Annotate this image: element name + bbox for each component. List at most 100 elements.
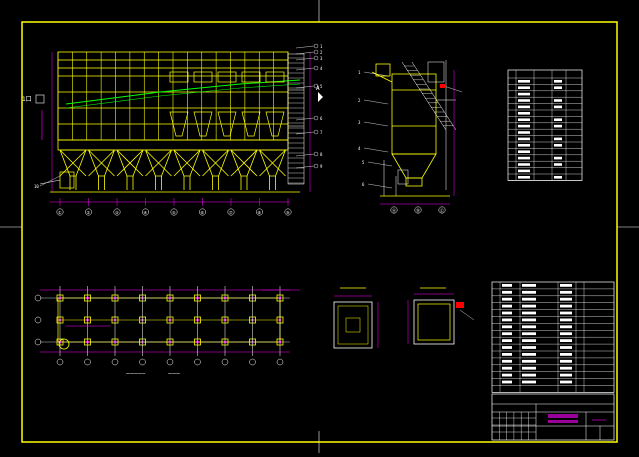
callout-number: 1	[320, 44, 323, 49]
callout-leader	[295, 153, 315, 157]
parts-table-text-block	[554, 124, 562, 128]
grid-bubble	[221, 358, 229, 366]
bom-table-text-block	[560, 284, 572, 287]
title-block	[491, 393, 615, 441]
bom-table-text-block	[522, 284, 536, 287]
callout-bubble	[313, 115, 319, 121]
parts-table-text-block	[518, 124, 530, 128]
filter-chamber	[217, 111, 237, 137]
parts-table-text-block	[554, 163, 562, 166]
hopper-brace	[259, 149, 286, 177]
bom-table-text-block	[560, 311, 572, 315]
parts-table-text-block	[518, 169, 530, 173]
bom-table-text-block	[502, 332, 512, 336]
filter-chamber	[169, 111, 189, 137]
callout-number: 5	[320, 84, 323, 89]
bom-table-text-block	[560, 304, 572, 308]
callout-bubble	[313, 49, 319, 55]
parts-table-text-block	[518, 176, 530, 179]
grid-bubble	[170, 208, 178, 216]
callout-leader	[295, 131, 315, 135]
parts-table-text-block	[554, 156, 562, 160]
callout-number: 3	[320, 56, 323, 61]
callout-bubble	[313, 129, 319, 135]
grid-bubble	[56, 208, 64, 216]
bom-table-text-block	[560, 373, 572, 377]
view-arrow-a: A	[316, 85, 323, 102]
grid-bubble	[438, 206, 446, 214]
bom-table-text-block	[560, 297, 572, 301]
callout-number: 8	[320, 152, 323, 157]
callout-bubble	[313, 83, 319, 89]
parts-table-text-block	[518, 112, 530, 115]
bom-table-text-block	[502, 366, 512, 370]
hopper-brace	[145, 149, 172, 177]
filter-module	[193, 71, 213, 83]
bom-table-text-block	[560, 339, 572, 342]
parts-table-text-block	[518, 99, 530, 102]
grid-bubble	[227, 208, 235, 216]
bom-table-text-block	[560, 359, 572, 363]
callout-number: 10	[34, 184, 39, 189]
grid-bubble	[34, 294, 42, 302]
parts-table-text-block	[518, 105, 530, 109]
bom-table-text-block	[502, 284, 512, 287]
callout-leader	[367, 183, 393, 189]
bom-table-text-block	[560, 290, 572, 294]
callout-leader	[363, 121, 389, 127]
parts-table-text-block	[554, 80, 562, 83]
bom-table-text-block	[502, 311, 512, 315]
filter-module	[241, 71, 261, 83]
grid-label: ⑧	[258, 210, 262, 215]
parts-table-text-block	[554, 118, 562, 121]
bom-table-text-block	[522, 311, 536, 315]
callout-number: 5	[362, 160, 365, 165]
drawing-border	[21, 21, 618, 443]
callout-leader	[295, 51, 315, 55]
view-arrow-a-label: A	[316, 85, 320, 92]
grid-label: ④	[144, 210, 148, 215]
hopper-brace	[116, 149, 144, 177]
bom-table-text-block	[522, 366, 536, 370]
grid-label: Ⓑ	[416, 207, 420, 213]
bom-table-text-block	[522, 380, 536, 384]
callout-bubble	[313, 43, 319, 49]
grid-label: ⑦	[229, 210, 233, 215]
parts-table-text-block	[518, 86, 530, 89]
grid-bubble	[139, 358, 146, 366]
section-detail-1	[333, 287, 379, 349]
parts-table-text-block	[554, 86, 562, 89]
hopper-brace	[173, 149, 201, 177]
svg-text:……………: ……………	[168, 370, 181, 375]
bom-table	[491, 281, 615, 393]
callout-leader	[363, 147, 389, 153]
parts-table	[507, 69, 583, 181]
parts-table-text-block	[554, 105, 562, 109]
hopper-brace	[230, 149, 258, 177]
bom-table-text-block	[522, 290, 536, 294]
grid-bubble	[199, 208, 206, 216]
bom-table-text-block	[522, 353, 536, 356]
callout-leader	[367, 161, 393, 167]
callout-leader	[295, 45, 315, 49]
callout-number: 7	[320, 130, 323, 135]
callout-leader	[39, 175, 61, 187]
section-detail-2	[407, 287, 475, 345]
bom-table-text-block	[522, 339, 536, 342]
callout-bubble	[313, 163, 319, 169]
grid-bubble	[276, 358, 284, 366]
bom-table-text-block	[502, 290, 512, 294]
bom-table-text-block	[560, 366, 572, 370]
bom-table-text-block	[522, 346, 536, 349]
grid-bubble	[249, 358, 256, 366]
callout-leader	[295, 85, 315, 89]
bom-table-text-block	[522, 373, 536, 377]
bom-table-text-block	[502, 304, 512, 308]
grid-label: ⑤	[172, 210, 176, 215]
bom-table-text-block	[560, 332, 572, 336]
callout-leader	[363, 71, 389, 77]
callout-number: 4	[320, 66, 323, 71]
